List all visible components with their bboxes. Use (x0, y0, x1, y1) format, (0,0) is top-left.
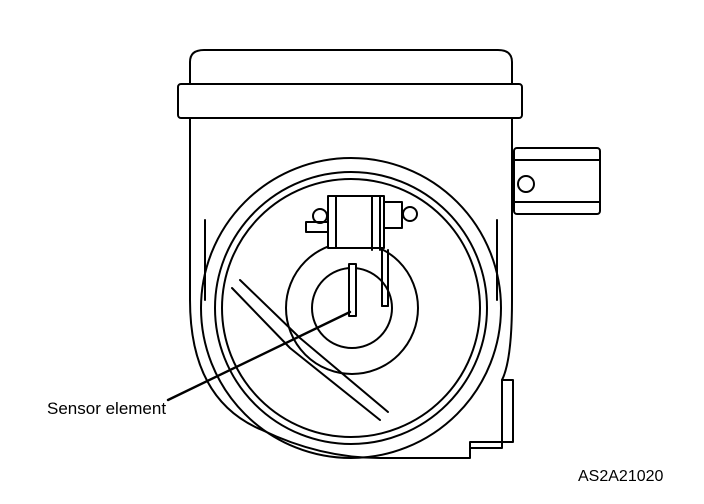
mount-screw-right (403, 207, 417, 221)
top-flange (178, 84, 522, 118)
intake-ring-outer (201, 158, 501, 458)
internal-ramp-edge (240, 280, 388, 412)
connector-latch (518, 176, 534, 192)
figure-code-label: AS2A21020 (578, 468, 664, 485)
sensor-element-label: Sensor element (47, 399, 167, 418)
intake-ring-inner (222, 179, 480, 437)
sensor-mount (328, 196, 384, 248)
mount-tab-left (306, 222, 328, 232)
mount-tab-right (384, 202, 402, 228)
bottom-block (470, 380, 513, 448)
callout-leader-line (168, 312, 350, 400)
mount-screw-left (313, 209, 327, 223)
intake-ring-middle (215, 172, 487, 444)
internal-ramp (232, 288, 380, 420)
top-cap (190, 50, 512, 84)
sensor-element (349, 264, 356, 316)
side-connector (514, 148, 600, 214)
